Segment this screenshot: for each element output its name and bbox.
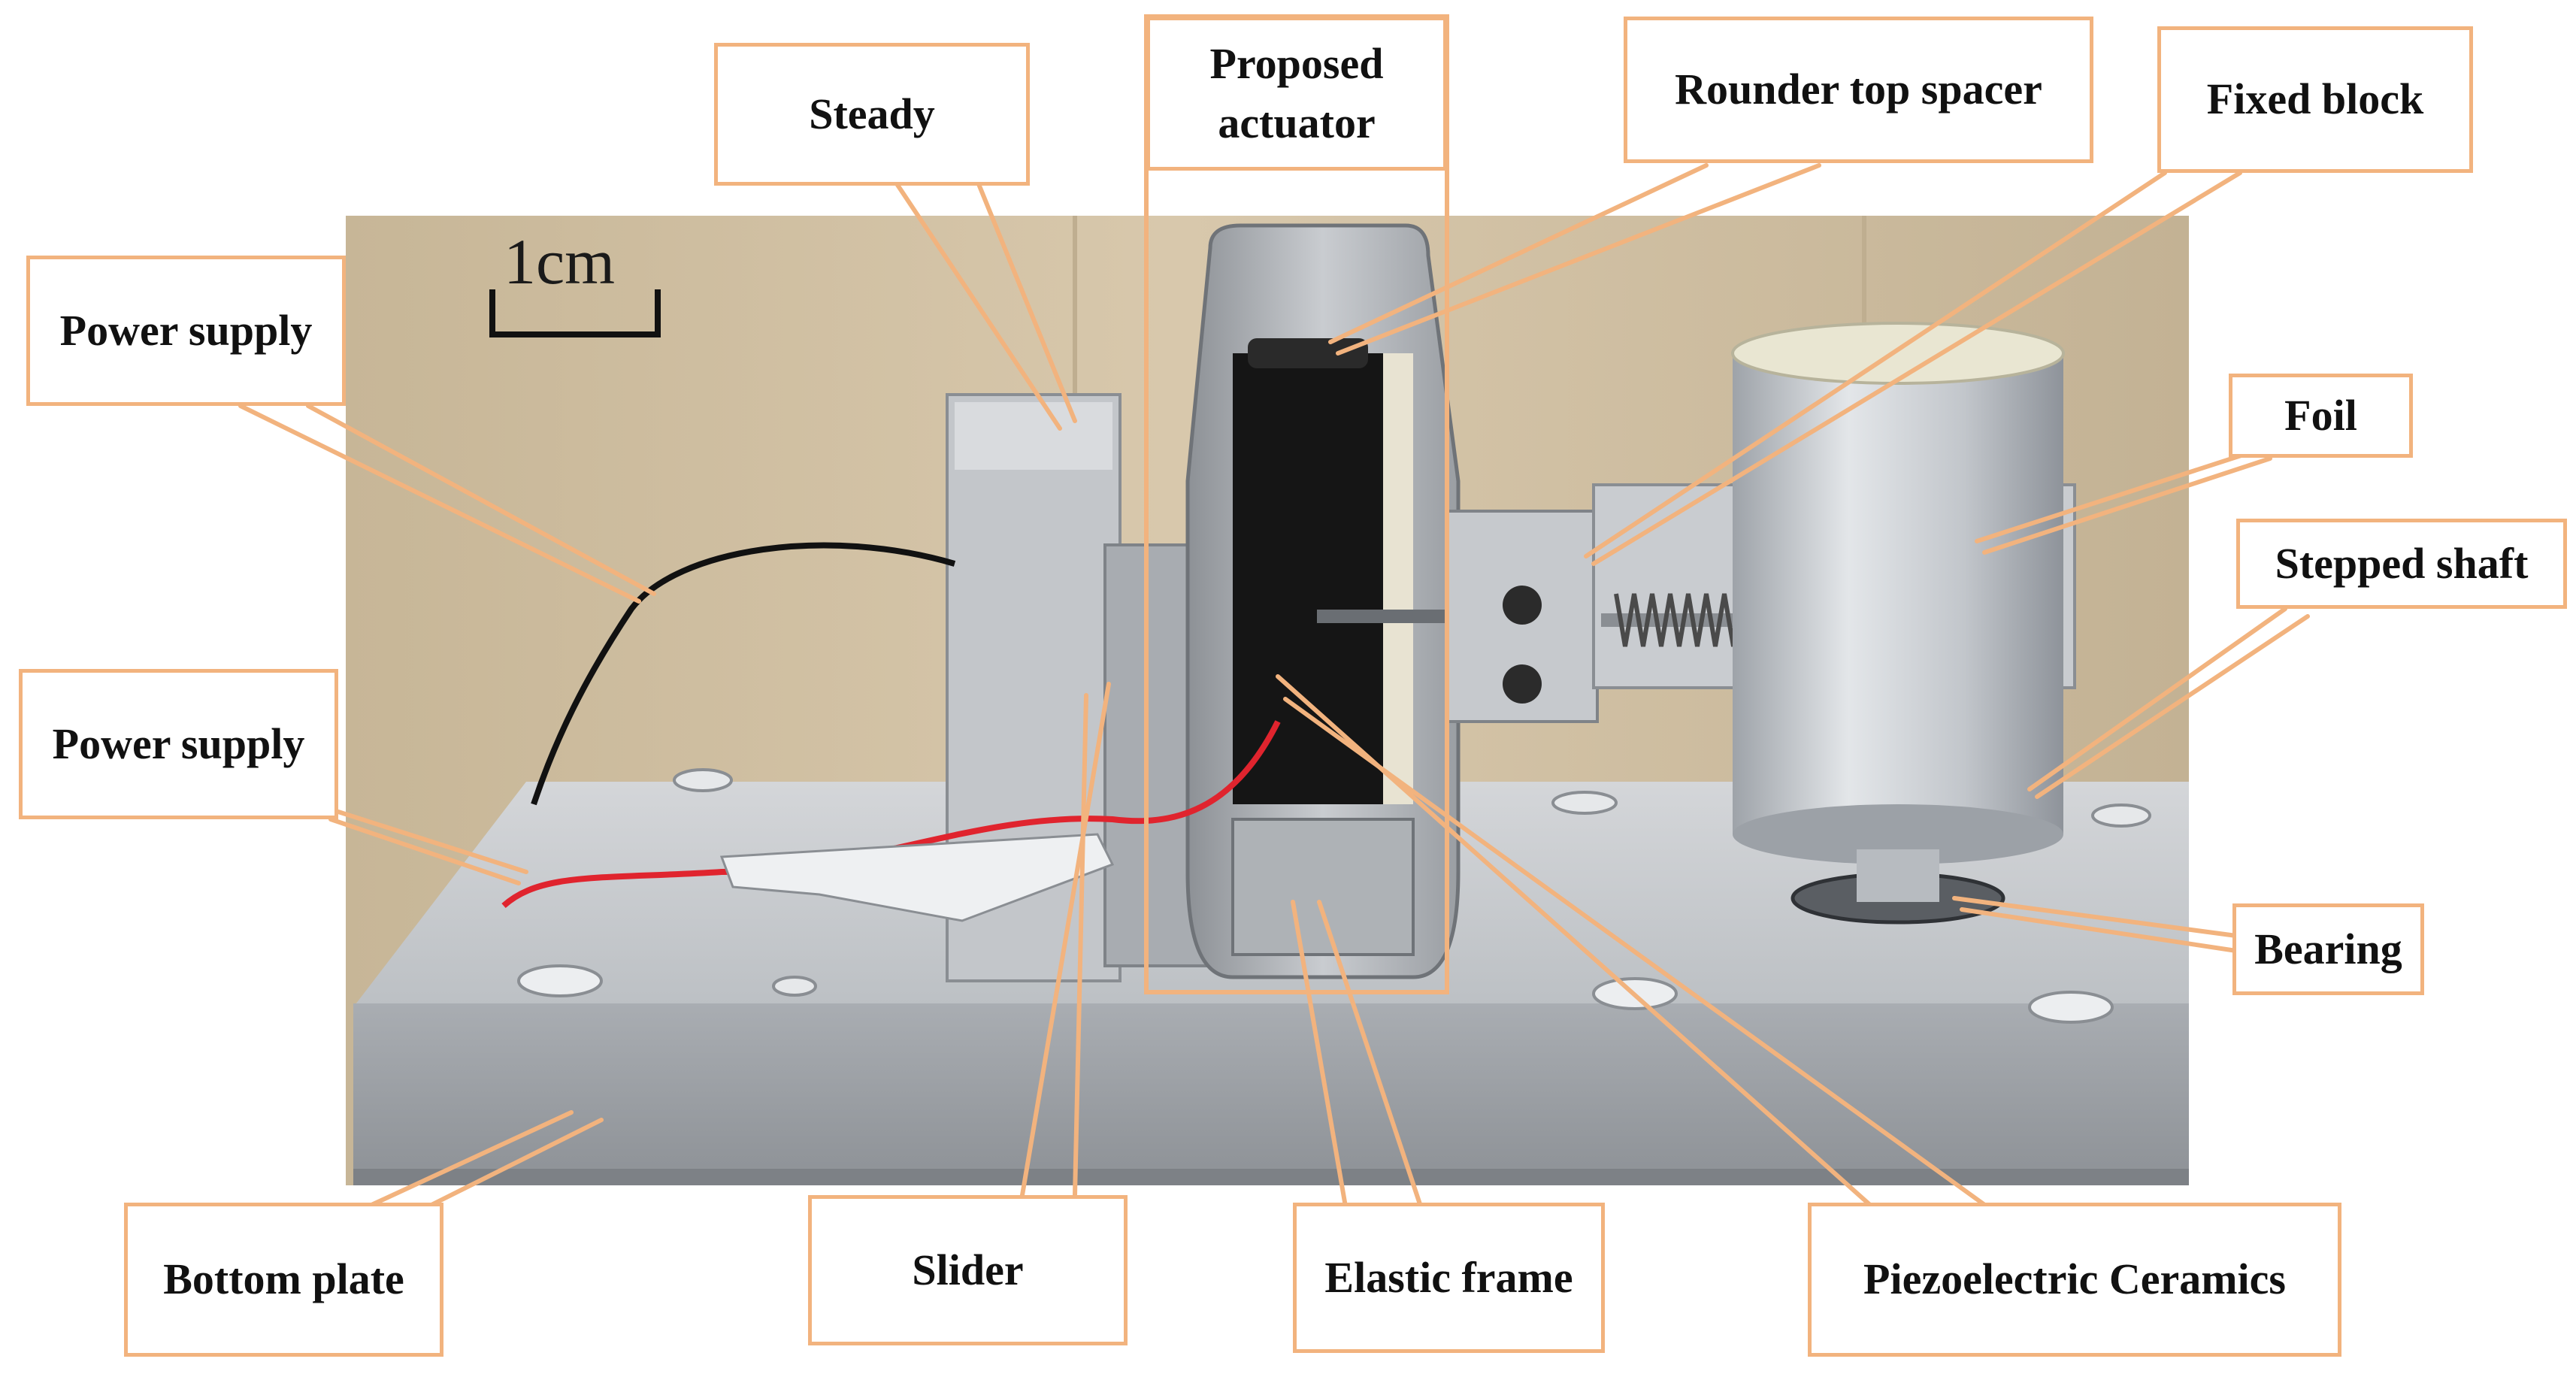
label-steady-text: Steady (809, 89, 935, 138)
label-power-supply-lower-text: Power supply (52, 719, 305, 768)
label-stepped-shaft: Stepped shaft (2236, 519, 2567, 609)
label-proposed-actuator-line2: actuator (1218, 98, 1376, 147)
leader-power-supply-upper-a (238, 404, 641, 604)
label-steady: Steady (714, 43, 1030, 186)
label-proposed-actuator-line1: Proposed (1209, 39, 1384, 89)
label-slider-text: Slider (912, 1245, 1024, 1294)
leader-foil-a (1975, 449, 2257, 543)
label-elastic-frame: Elastic frame (1293, 1203, 1605, 1353)
label-slider: Slider (808, 1195, 1128, 1345)
leader-bearing-a (1952, 896, 2238, 938)
label-power-supply-lower: Power supply (19, 669, 338, 819)
label-bearing: Bearing (2232, 903, 2424, 995)
label-proposed-actuator: Proposed actuator (1146, 17, 1447, 171)
label-fixed-block: Fixed block (2157, 26, 2473, 173)
leader-fixed-block-b (1591, 171, 2242, 566)
leader-bearing-b (1960, 907, 2238, 953)
leader-piezo-b (1283, 697, 1994, 1212)
leader-rounder-top-spacer-a (1328, 163, 1709, 344)
leader-bottom-plate-a (366, 1110, 574, 1209)
leader-power-supply-lower-a (328, 817, 521, 885)
leader-stepped-shaft-b (2035, 614, 2310, 799)
label-fixed-block-text: Fixed block (2206, 74, 2424, 124)
label-rounder-top-spacer-text: Rounder top spacer (1675, 65, 2042, 114)
leader-slider-a (1020, 682, 1111, 1197)
label-piezoelectric-ceramics: Piezoelectric Ceramics (1808, 1203, 2341, 1357)
piezo-ceramic-stack (1233, 353, 1383, 804)
leader-foil-b (1982, 456, 2272, 555)
leader-steady-a (892, 178, 1062, 431)
scale-bar (489, 289, 661, 337)
leader-fixed-block-a (1584, 171, 2167, 558)
leader-stepped-shaft-a (2027, 607, 2287, 791)
label-bottom-plate: Bottom plate (124, 1203, 443, 1357)
label-power-supply-upper: Power supply (26, 256, 346, 406)
scale-bar-label: 1cm (504, 225, 616, 298)
leader-bottom-plate-b (419, 1118, 604, 1212)
label-piezoelectric-ceramics-text: Piezoelectric Ceramics (1863, 1254, 2286, 1304)
label-foil: Foil (2229, 374, 2413, 458)
leader-steady-b (975, 178, 1077, 423)
top-spacer (1248, 338, 1368, 368)
label-foil-text: Foil (2284, 390, 2357, 440)
leader-power-supply-upper-b (306, 404, 656, 596)
label-rounder-top-spacer: Rounder top spacer (1624, 17, 2093, 163)
label-power-supply-upper-text: Power supply (59, 305, 313, 355)
leader-slider-b (1073, 693, 1088, 1197)
stepped-shaft-cylinder (1733, 353, 2063, 834)
bottom-plate-front (353, 1003, 2189, 1173)
leader-power-supply-lower-b (336, 810, 528, 874)
label-stepped-shaft-text: Stepped shaft (2275, 538, 2529, 588)
leader-rounder-top-spacer-b (1336, 163, 1821, 356)
label-bearing-text: Bearing (2254, 924, 2402, 973)
label-bottom-plate-text: Bottom plate (163, 1254, 404, 1304)
label-elastic-frame-text: Elastic frame (1324, 1252, 1573, 1302)
wire-red (501, 720, 1281, 908)
leader-elastic-frame-a (1291, 900, 1348, 1209)
leader-elastic-frame-b (1317, 900, 1423, 1209)
foil-strip (719, 833, 1115, 922)
